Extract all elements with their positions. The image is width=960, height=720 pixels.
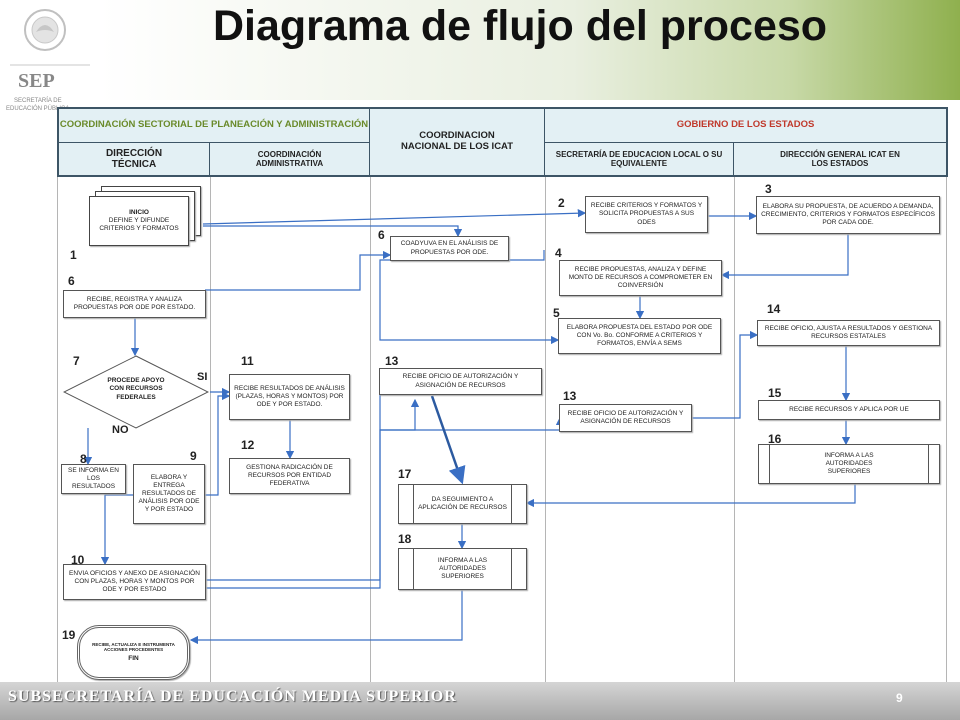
step-number-15: 15: [768, 386, 782, 400]
arrow: [720, 234, 849, 280]
lane-divider: [545, 177, 546, 687]
step-number-7: 7: [73, 354, 80, 368]
page-number: 9: [896, 691, 903, 705]
arrow: [189, 590, 463, 645]
step-number-16: 16: [768, 432, 782, 446]
arrow: [202, 209, 587, 225]
inicio-text: DEFINE Y DIFUNDE CRITERIOS Y FORMATOS: [99, 216, 179, 233]
sep-subtitle-2: EDUCACIÓN PÚBLICA: [6, 106, 70, 112]
page-title: Diagrama de flujo del proceso: [212, 2, 828, 50]
step-13a[interactable]: RECIBE OFICIO DE AUTORIZACIÓN Y ASIGNACI…: [379, 368, 542, 395]
step-18[interactable]: INFORMA A LAS AUTORIDADES SUPERIORES: [398, 548, 527, 590]
side-bar: [511, 549, 512, 589]
step-number-11: 11: [241, 354, 254, 368]
lane-divider: [946, 177, 947, 687]
fin-title: FIN: [128, 655, 139, 663]
step-6a[interactable]: COADYUVA EN EL ANÁLISIS DE PROPUESTAS PO…: [390, 236, 509, 261]
header-gradient: [100, 0, 960, 100]
header-direccion-tecnica: DIRECCIÓN TÉCNICA: [59, 143, 210, 175]
lane-divider: [57, 177, 58, 687]
step-number-14: 14: [767, 302, 781, 316]
step-11[interactable]: RECIBE RESULTADOS DE ANÁLISIS (PLAZAS, H…: [229, 374, 350, 420]
step-5[interactable]: ELABORA PROPUESTA DEL ESTADO POR ODE CON…: [558, 318, 721, 354]
sep-subtitle-1: SECRETARÍA DE: [14, 98, 62, 104]
header-coord-administrativa: COORDINACIÓN ADMINISTRATIVA: [210, 143, 370, 175]
label-no: NO: [112, 424, 129, 436]
step-fin[interactable]: RECIBE, ACTUALIZA E INSTRUMENTA ACCIONES…: [77, 625, 190, 680]
step-number-2: 2: [558, 196, 565, 210]
arrow: [203, 225, 463, 238]
header-coord-sectorial: COORDINACIÓN SECTORIAL DE PLANEACIÓN Y A…: [59, 109, 370, 143]
arrow: [205, 250, 392, 291]
footer-text: SUBSECRETARÍA DE EDUCACIÓN MEDIA SUPERIO…: [8, 688, 457, 705]
decision-diamond: [63, 355, 209, 429]
side-bar: [769, 445, 770, 483]
arrow: [379, 250, 560, 345]
step-17-text: DA SEGUIMIENTO A APLICACIÓN DE RECURSOS: [418, 495, 507, 511]
step-14[interactable]: RECIBE OFICIO, AJUSTA A RESULTADOS Y GES…: [757, 320, 940, 346]
step-12[interactable]: GESTIONA RADICACIÓN DE RECURSOS POR ENTI…: [229, 458, 350, 494]
step-number-12: 12: [241, 438, 255, 452]
step-number-19: 19: [62, 628, 76, 642]
step-6b[interactable]: RECIBE, REGISTRA Y ANALIZA PROPUESTAS PO…: [63, 290, 206, 318]
step-number-9: 9: [190, 449, 197, 463]
footer-bar: SUBSECRETARÍA DE EDUCACIÓN MEDIA SUPERIO…: [0, 682, 960, 720]
sep-text: SEP: [18, 70, 55, 92]
eagle-seal-icon: [10, 9, 90, 66]
step-4[interactable]: RECIBE PROPUESTAS, ANALIZA Y DEFINE MONT…: [559, 260, 722, 296]
lane-divider: [210, 177, 211, 687]
step-3[interactable]: ELABORA SU PROPUESTA, DE ACUERDO A DEMAN…: [756, 196, 940, 234]
header-gobierno: GOBIERNO DE LOS ESTADOS: [545, 109, 946, 143]
step-15[interactable]: RECIBE RECURSOS Y APLICA POR UE: [758, 400, 940, 420]
step-number-13b: 13: [563, 389, 577, 403]
swimlane-header: [57, 107, 948, 177]
step-number-5: 5: [553, 306, 560, 320]
side-bar: [413, 485, 414, 523]
lane-divider: [734, 177, 735, 687]
step-number-3: 3: [765, 182, 772, 196]
header-secretaria-local: SECRETARÍA DE EDUCACION LOCAL O SU EQUIV…: [545, 143, 734, 175]
step-2[interactable]: RECIBE CRITERIOS Y FORMATOS Y SOLICITA P…: [585, 196, 708, 233]
step-13b[interactable]: RECIBE OFICIO DE AUTORIZACIÓN Y ASIGNACI…: [559, 404, 692, 432]
step-number-6a: 6: [378, 228, 385, 242]
step-number-6b: 6: [68, 274, 75, 288]
side-bar: [511, 485, 512, 523]
header-direccion-general: DIRECCIÓN GENERAL ICAT EN LOS ESTADOS: [734, 143, 946, 175]
step-number-18: 18: [398, 532, 412, 546]
step-16-text: INFORMA A LAS AUTORIDADES SUPERIORES: [824, 451, 874, 476]
label-si: SI: [197, 371, 208, 383]
arrow: [430, 395, 466, 485]
step-inicio[interactable]: INICIO DEFINE Y DIFUNDE CRITERIOS Y FORM…: [89, 196, 189, 246]
step-9[interactable]: ELABORA Y ENTREGA RESULTADOS DE ANÁLISIS…: [133, 464, 205, 524]
lane-divider: [370, 177, 371, 687]
step-number-8: 8: [80, 452, 87, 466]
step-18-text: INFORMA A LAS AUTORIDADES SUPERIORES: [437, 556, 488, 581]
arrow: [100, 494, 133, 566]
inicio-title: INICIO: [129, 208, 149, 216]
sep-logo: SEP SECRETARÍA DE EDUCACIÓN PÚBLICA: [0, 0, 100, 130]
step-10[interactable]: ENVIA OFICIOS Y ANEXO DE ASIGNACIÓN CON …: [63, 564, 206, 600]
step-17[interactable]: DA SEGUIMIENTO A APLICACIÓN DE RECURSOS: [398, 484, 527, 524]
step-16[interactable]: INFORMA A LAS AUTORIDADES SUPERIORES: [758, 444, 940, 484]
step-number-10: 10: [71, 553, 85, 567]
arrow: [525, 484, 856, 508]
header-coord-nacional: COORDINACION NACIONAL DE LOS ICAT: [370, 109, 545, 175]
arrow: [380, 398, 420, 431]
step-8[interactable]: SE INFORMA EN LOS RESULTADOS: [61, 464, 126, 494]
step-7[interactable]: PROCEDE APOYO CON RECURSOS FEDERALES: [107, 377, 165, 401]
step-number-13a: 13: [385, 354, 399, 368]
side-bar: [928, 445, 929, 483]
side-bar: [413, 549, 414, 589]
step-number-1: 1: [70, 248, 77, 262]
step-number-4: 4: [555, 246, 562, 260]
fin-text: RECIBE, ACTUALIZA E INSTRUMENTA ACCIONES…: [92, 641, 175, 653]
step-number-17: 17: [398, 467, 412, 481]
